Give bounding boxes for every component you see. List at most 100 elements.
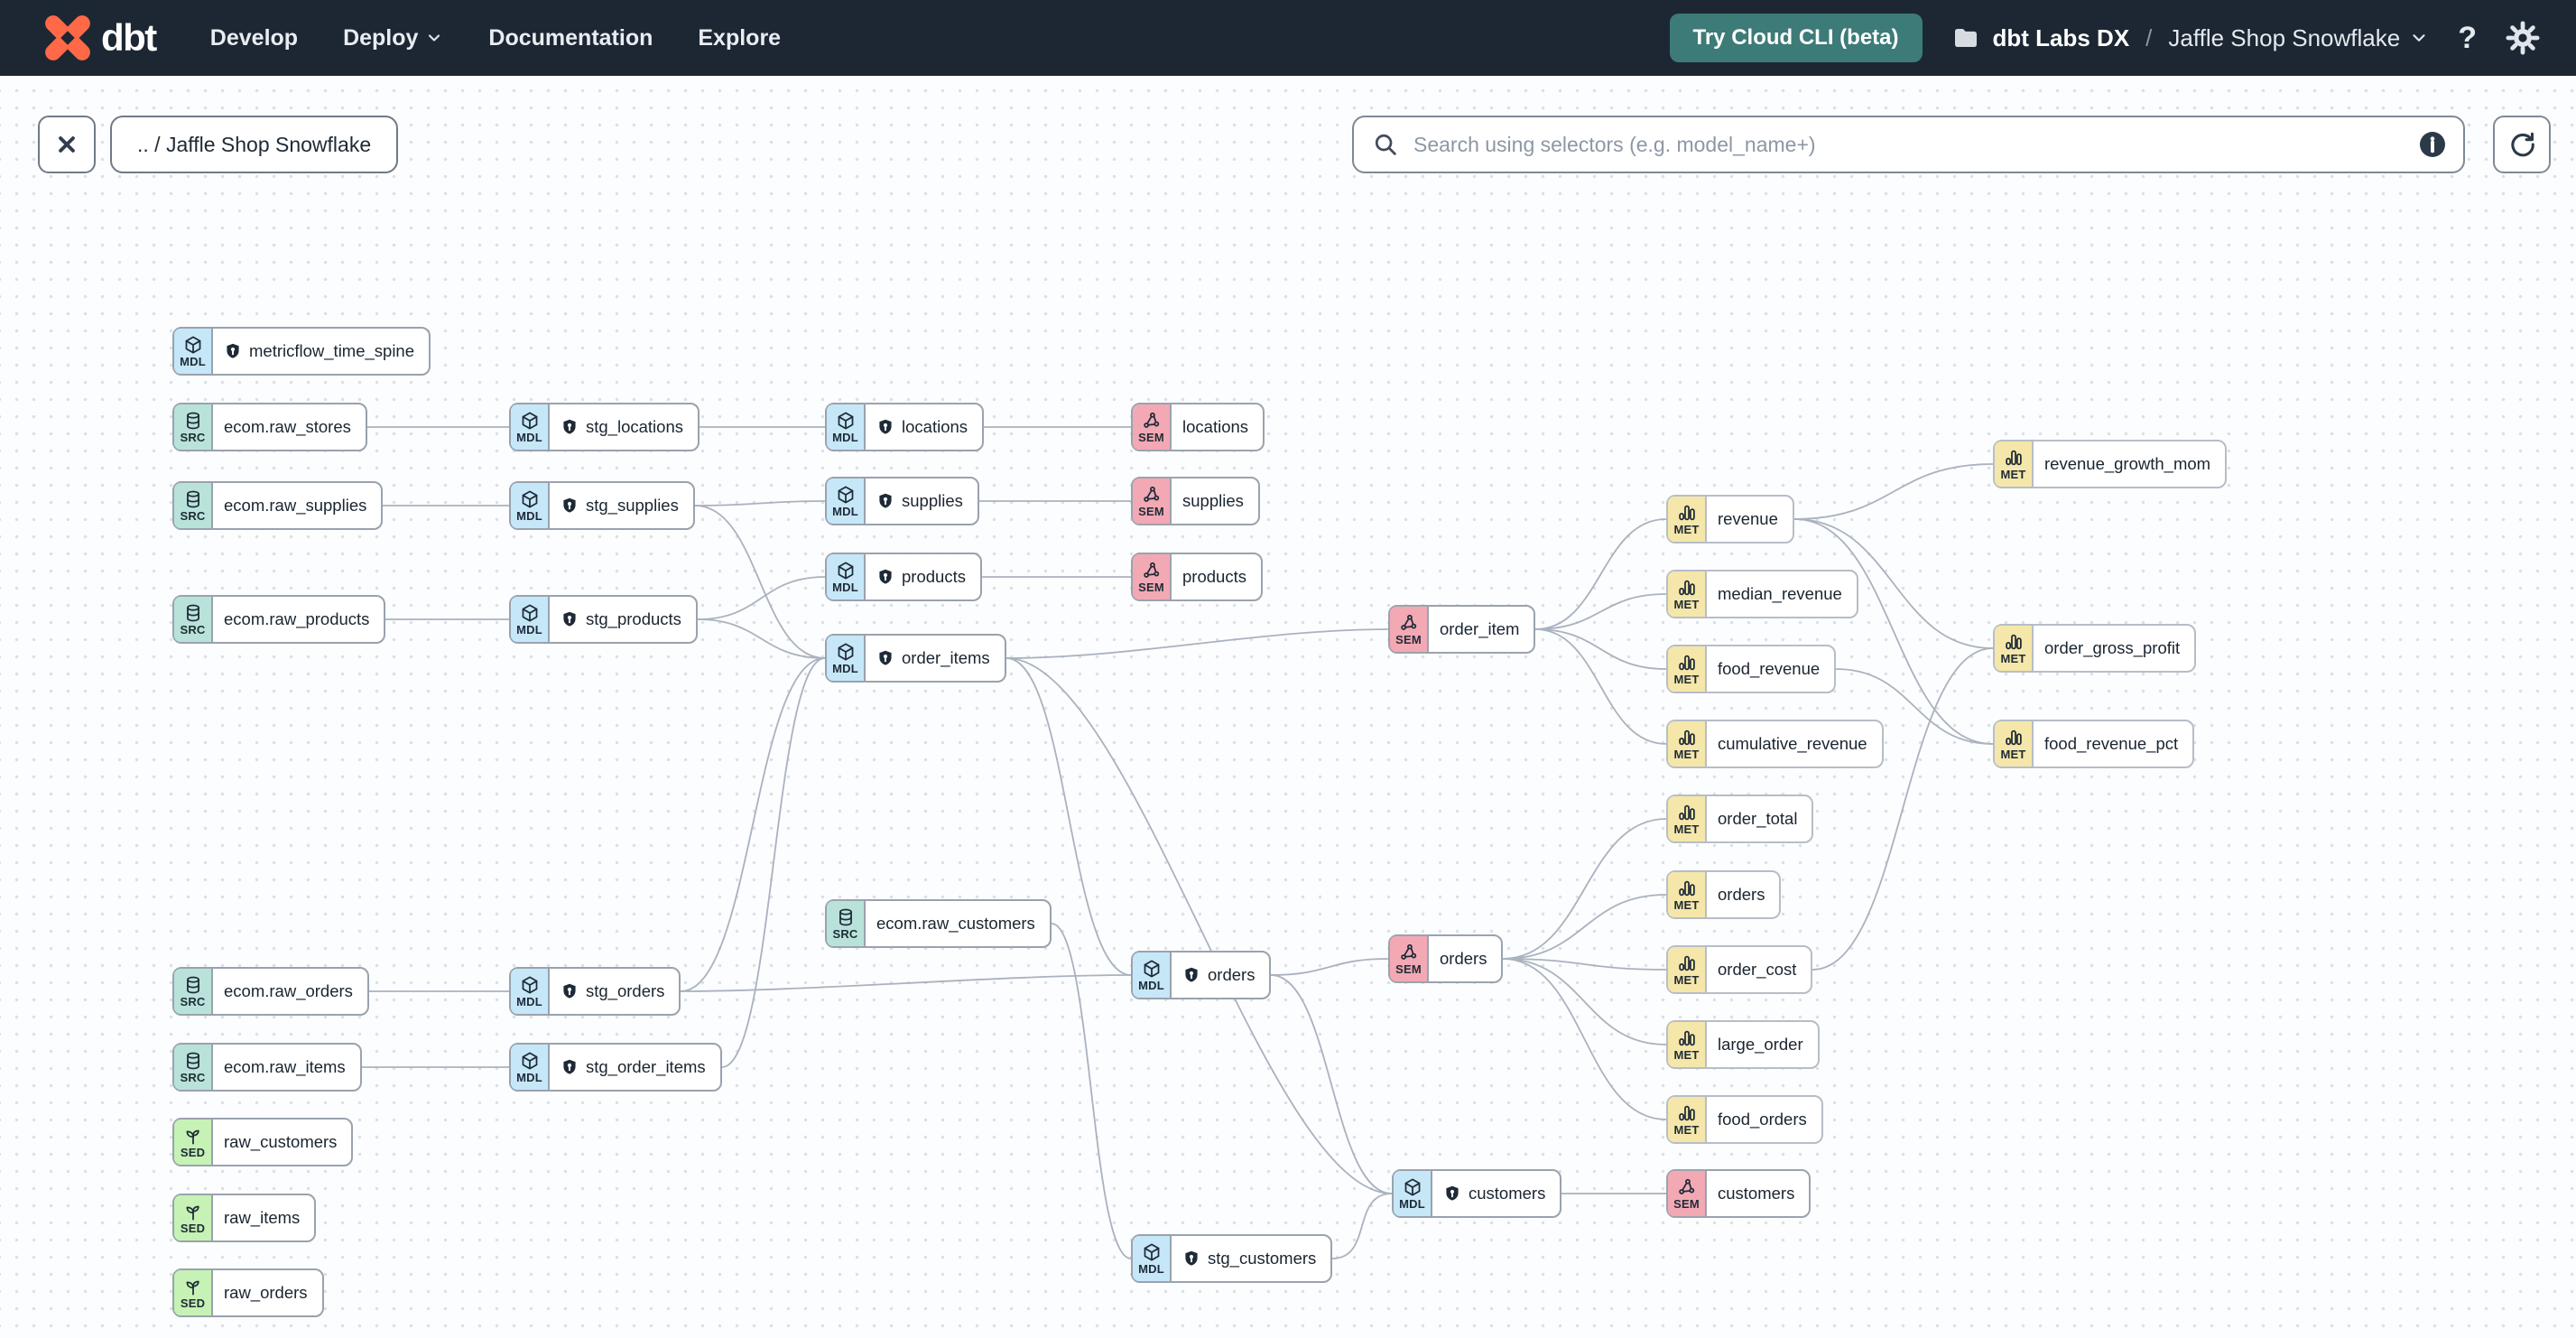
node-type-badge-mdl: MDL — [827, 636, 866, 681]
nav-item-explore[interactable]: Explore — [698, 25, 781, 51]
dbt-logo[interactable]: dbt — [43, 14, 157, 62]
nav-item-documentation[interactable]: Documentation — [488, 25, 653, 51]
node-type-badge-sem: SEM — [1133, 404, 1172, 450]
node-type-label: MDL — [832, 430, 858, 444]
node-label: orders — [1440, 949, 1487, 968]
node-label: order_items — [902, 648, 990, 667]
nav-item-label: Explore — [698, 24, 782, 51]
search-icon — [1375, 134, 1396, 155]
node-type-badge-sed: SED — [174, 1270, 213, 1315]
node-type-label: MET — [1673, 822, 1700, 836]
node-label: stg_supplies — [586, 496, 679, 515]
node-type-badge-sem: SEM — [1390, 936, 1429, 981]
node-type-badge-met: MET — [1668, 497, 1707, 542]
node-label: food_revenue_pct — [2044, 734, 2179, 753]
refresh-button[interactable] — [2493, 116, 2551, 173]
node-type-label: SRC — [180, 994, 206, 1008]
bar-chart-icon — [2004, 728, 2024, 748]
node-body: large_order — [1707, 1022, 1818, 1067]
info-icon[interactable] — [2418, 130, 2447, 159]
breadcrumb-separator: / — [2145, 23, 2153, 51]
bar-chart-icon — [1677, 878, 1697, 898]
network-icon — [1142, 485, 1162, 505]
graph-node-mdl_locations[interactable]: MDL locations — [825, 403, 985, 451]
project-selector[interactable]: Jaffle Shop Snowflake — [2168, 24, 2429, 52]
node-label: locations — [902, 417, 968, 436]
nav-item-develop[interactable]: Develop — [210, 25, 298, 51]
node-type-badge-met: MET — [1995, 626, 2034, 671]
search-input[interactable] — [1412, 131, 2405, 158]
chevron-down-icon — [2413, 34, 2425, 42]
node-type-label: MET — [1673, 1122, 1700, 1137]
node-body: ecom.raw_customers — [866, 901, 1050, 946]
node-type-badge-met: MET — [1668, 872, 1707, 917]
node-body: locations — [1172, 404, 1263, 450]
node-body: locations — [866, 404, 982, 450]
node-type-badge-src: SRC — [174, 969, 213, 1014]
sprout-icon — [183, 1202, 203, 1222]
graph-node-mdl_order_items[interactable]: MDL order_items — [825, 634, 1006, 683]
shield-icon — [876, 492, 894, 510]
node-type-label: MDL — [832, 504, 858, 518]
node-type-label: MDL — [1138, 978, 1164, 992]
account-name[interactable]: dbt Labs DX — [1992, 23, 2130, 51]
node-label: revenue — [1718, 509, 1778, 528]
node-label: products — [1182, 567, 1246, 586]
node-type-badge-src: SRC — [174, 1045, 213, 1090]
graph-node-sem_orders[interactable]: SEM orders — [1388, 934, 1504, 983]
help-icon[interactable]: ? — [2458, 20, 2477, 55]
gear-icon[interactable] — [2506, 21, 2540, 55]
lineage-breadcrumb[interactable]: .. / Jaffle Shop Snowflake — [110, 116, 399, 173]
node-type-label: SED — [180, 1221, 206, 1235]
node-body: stg_products — [550, 597, 696, 642]
node-type-label: MET — [1673, 747, 1700, 761]
close-lineage-button[interactable] — [38, 116, 96, 173]
cube-icon — [520, 603, 540, 623]
shield-icon — [876, 568, 894, 586]
nav-item-deploy[interactable]: Deploy — [343, 25, 443, 51]
node-type-badge-sem: SEM — [1133, 479, 1172, 524]
try-cloud-cli-button[interactable]: Try Cloud CLI (beta) — [1669, 14, 1923, 62]
node-type-badge-mdl: MDL — [827, 479, 866, 524]
node-label: order_item — [1440, 619, 1520, 638]
graph-node-met_revenue[interactable]: MET revenue — [1666, 495, 1794, 544]
node-body: products — [866, 554, 980, 599]
cube-icon — [1142, 1242, 1162, 1262]
